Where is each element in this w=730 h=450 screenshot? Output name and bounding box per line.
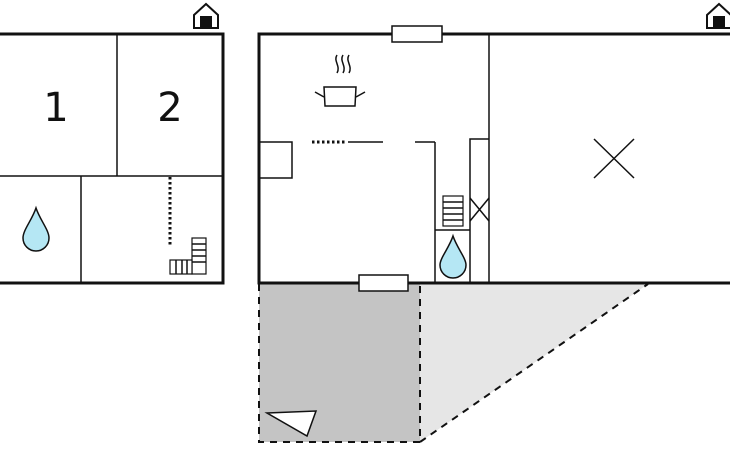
cupboard xyxy=(259,141,293,179)
water-drop-icon xyxy=(439,233,467,279)
closet-wall xyxy=(469,138,489,283)
room-number-1: 1 xyxy=(43,85,68,131)
sun-wedge-icon xyxy=(264,410,318,438)
right-floor-outer-wall xyxy=(257,32,730,285)
room-number-2: 2 xyxy=(157,85,182,131)
window-top xyxy=(391,25,443,43)
left-floor-outer-wall xyxy=(0,32,225,285)
house-icon xyxy=(193,2,219,29)
stairs-icon xyxy=(442,195,464,227)
left-floor: 1 2 xyxy=(0,2,225,285)
closet-cross-b xyxy=(469,197,490,222)
water-drop-icon xyxy=(22,205,50,252)
cooking-pot-icon xyxy=(314,54,366,107)
terrace xyxy=(258,283,649,443)
stairs-icon xyxy=(169,237,207,275)
right-floor xyxy=(257,2,730,292)
window-bottom xyxy=(358,274,409,292)
terrace-covered-outline xyxy=(258,284,421,443)
cross-icon xyxy=(593,138,635,179)
house-icon xyxy=(706,2,730,29)
